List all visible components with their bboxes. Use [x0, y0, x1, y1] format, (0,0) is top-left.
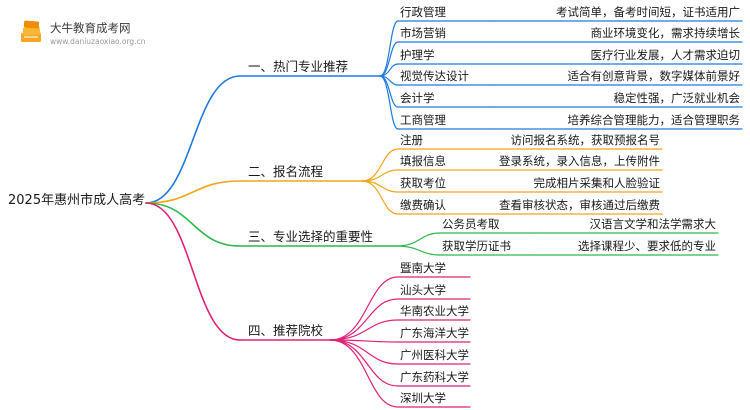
leaf-label: 会计学	[400, 91, 435, 105]
leaf-label: 广东海洋大学	[400, 326, 469, 340]
leaf-label: 缴费确认	[400, 198, 446, 212]
leaf-label: 公务员考取	[442, 217, 500, 231]
leaf-label: 视觉传达设计	[400, 69, 469, 83]
logo-url: www.daniuzaoxiao.org.cn	[50, 37, 146, 46]
site-logo: 大牛教育成考网 www.daniuzaoxiao.org.cn	[6, 14, 196, 54]
leaf-connector	[329, 319, 399, 341]
leaf-description: 选择课程少、要求低的专业	[578, 239, 716, 253]
leaf-label: 填报信息	[400, 154, 446, 168]
leaf-label: 深圳大学	[400, 391, 446, 405]
leaf-label: 获取学历证书	[442, 239, 511, 253]
leaf-label: 暨南大学	[400, 261, 446, 275]
leaf-label: 行政管理	[400, 5, 446, 19]
leaf-label: 汕头大学	[400, 283, 446, 297]
branch-connector	[145, 75, 241, 204]
branch-connector	[145, 202, 241, 341]
leaf-connector	[329, 276, 399, 341]
leaf-connector	[361, 148, 399, 182]
branch-connector	[145, 202, 241, 247]
leaf-description: 稳定性强，广泛就业机会	[613, 91, 741, 105]
branch-label: 三、专业选择的重要性	[248, 229, 374, 244]
branch-connector	[145, 180, 241, 204]
branch-label: 一、热门专业推荐	[248, 59, 349, 74]
leaf-label: 获取考位	[400, 176, 446, 190]
leaf-label: 工商管理	[400, 113, 446, 127]
leaf-description: 登录系统，录入信息，上传附件	[499, 154, 660, 168]
leaf-connector	[361, 180, 399, 193]
leaf-label: 注册	[400, 133, 423, 147]
leaf-connector	[379, 20, 399, 77]
leaf-connector	[379, 75, 399, 130]
leaf-connector	[379, 41, 399, 77]
leaf-description: 完成相片采集和人脸验证	[533, 176, 661, 190]
leaf-label: 广东药科大学	[400, 370, 469, 384]
leaf-connector	[329, 339, 399, 365]
leaf-connector	[361, 180, 399, 215]
root-topic: 2025年惠州市成人高考	[8, 193, 146, 208]
leaf-description: 考试简单，备考时间短，证书适用广	[556, 5, 740, 19]
leaf-description: 查看审核状态，审核通过后缴费	[499, 198, 660, 212]
leaf-label: 护理学	[400, 48, 435, 62]
branch-label: 四、推荐院校	[248, 323, 324, 338]
leaf-description: 汉语言文学和法学需求大	[589, 217, 717, 231]
book-stack-icon	[21, 20, 41, 42]
leaf-label: 华南农业大学	[400, 304, 469, 318]
leaf-description: 医疗行业发展，人才需求迫切	[590, 48, 741, 62]
leaf-connector	[361, 169, 399, 182]
leaf-connector	[395, 245, 441, 256]
leaf-description: 培养综合管理能力，适合管理职务	[567, 113, 741, 127]
leaf-description: 商业环境变化，需求持续增长	[590, 26, 741, 40]
leaf-description: 访问报名系统，获取预报名号	[510, 133, 661, 147]
leaf-label: 市场营销	[400, 26, 446, 40]
leaf-label: 广州医科大学	[400, 348, 469, 362]
leaf-connector	[329, 339, 399, 408]
leaf-description: 适合有创意背景，数字媒体前景好	[567, 69, 741, 83]
leaf-connector	[329, 298, 399, 341]
leaf-connector	[395, 232, 441, 247]
logo-name: 大牛教育成考网	[50, 21, 131, 35]
branch-label: 二、报名流程	[248, 164, 324, 179]
